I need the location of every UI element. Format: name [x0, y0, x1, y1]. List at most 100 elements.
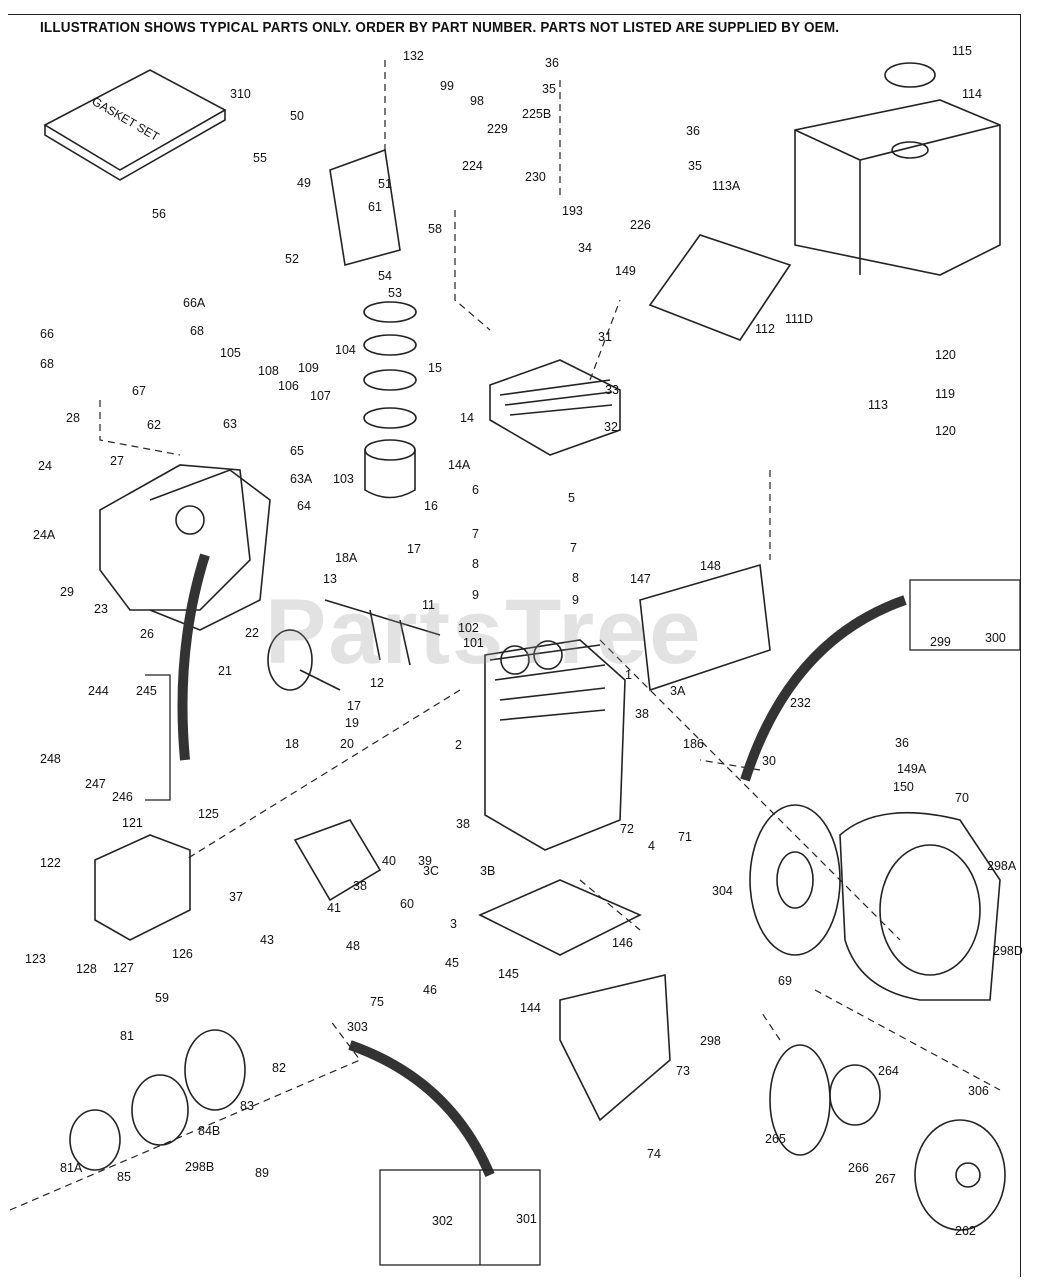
part-number-label: 21	[218, 664, 232, 678]
camshaft-gear	[267, 629, 341, 691]
part-number-label: 101	[463, 636, 484, 650]
part-number-label: 8	[572, 571, 579, 585]
recoil-starter	[914, 1119, 1006, 1231]
part-number-label: 121	[122, 816, 143, 830]
part-number-label: 113	[868, 398, 888, 412]
part-number-label: 266	[848, 1161, 869, 1175]
muffler	[94, 834, 191, 941]
starter-cup	[769, 1044, 881, 1156]
part-number-label: 230	[525, 170, 546, 184]
part-number-label: 245	[136, 684, 157, 698]
part-number-label: 28	[66, 411, 80, 425]
fuel-tank	[794, 62, 1001, 276]
part-number-label: 149A	[897, 762, 927, 776]
base-plate	[478, 879, 642, 956]
part-number-label: 36	[895, 736, 909, 750]
part-number-label: 48	[346, 939, 360, 953]
part-number-label: 43	[260, 933, 274, 947]
flyback-arrows	[177, 553, 907, 1177]
part-number-label: 299	[930, 635, 951, 649]
part-number-label: 102	[458, 621, 479, 635]
cover-gasket	[149, 469, 271, 631]
part-number-label: 83	[240, 1099, 254, 1113]
part-number-label: 122	[40, 856, 61, 870]
part-number-label: 82	[272, 1061, 286, 1075]
part-number-label: 53	[388, 286, 402, 300]
diagram-notice: ILLUSTRATION SHOWS TYPICAL PARTS ONLY. O…	[40, 20, 840, 36]
mounting-bracket-52	[329, 148, 401, 267]
part-number-label: 84B	[198, 1124, 221, 1138]
part-number-label: 9	[572, 593, 579, 607]
part-number-label: 35	[688, 159, 702, 173]
part-number-label: 68	[40, 357, 54, 371]
part-number-label: 114	[962, 87, 982, 101]
part-number-label: 193	[562, 204, 583, 218]
part-number-label: 74	[647, 1147, 661, 1161]
part-number-label: 38	[456, 817, 470, 831]
part-number-label: 7	[570, 541, 577, 555]
part-number-label: 126	[172, 947, 193, 961]
part-number-label: 103	[333, 472, 354, 486]
part-number-label: 111D	[785, 312, 814, 326]
part-number-label: 26	[140, 627, 154, 641]
part-number-label: 68	[190, 324, 204, 338]
part-number-label: 113A	[712, 179, 741, 193]
part-number-label: 58	[428, 222, 442, 236]
part-number-label: 2	[455, 738, 462, 752]
part-number-label: 112	[755, 322, 775, 336]
kit-boxes	[145, 579, 1021, 1266]
part-number-label: 224	[462, 159, 483, 173]
part-number-label: 34	[578, 241, 592, 255]
part-number-label: 5	[568, 491, 575, 505]
part-number-label: 107	[310, 389, 331, 403]
part-number-label: 132	[403, 49, 424, 63]
part-number-label: 18	[285, 737, 299, 751]
part-number-label: 64	[297, 499, 311, 513]
part-number-label: 20	[340, 737, 354, 751]
part-number-label: 70	[955, 791, 969, 805]
part-number-label: 23	[94, 602, 108, 616]
part-number-label: 303	[347, 1020, 368, 1034]
part-number-label: 11	[422, 598, 435, 612]
part-number-label: 265	[765, 1132, 786, 1146]
part-number-label: 3B	[480, 864, 496, 878]
part-number-label: 33	[605, 383, 619, 397]
part-number-label: 147	[630, 572, 651, 586]
part-number-label: 39	[418, 854, 432, 868]
part-number-label: 52	[285, 252, 299, 266]
part-number-label: 19	[345, 716, 359, 730]
part-number-label: 7	[472, 527, 479, 541]
part-number-label: 35	[542, 82, 556, 96]
part-number-label: 66A	[183, 296, 206, 310]
part-number-label: 13	[323, 572, 337, 586]
part-number-label: 246	[112, 790, 133, 804]
part-number-label: 145	[498, 967, 519, 981]
part-number-label: 3	[450, 917, 457, 931]
gasket-set-box	[43, 69, 227, 181]
part-number-label: 148	[700, 559, 721, 573]
part-number-label: 298D	[993, 944, 1023, 958]
part-number-label: 3C	[423, 864, 439, 878]
piston-rings	[363, 301, 417, 429]
part-number-label: 81	[120, 1029, 134, 1043]
part-number-label: 300	[985, 631, 1006, 645]
part-number-label: 38	[353, 879, 367, 893]
part-number-label: 104	[335, 343, 356, 357]
part-number-label: 248	[40, 752, 61, 766]
part-number-label: 30	[762, 754, 776, 768]
part-number-label: 225B	[522, 107, 552, 121]
part-number-label: 22	[245, 626, 259, 640]
part-number-label: 55	[253, 151, 267, 165]
part-number-label: 298A	[987, 859, 1017, 873]
part-number-label: 119	[935, 387, 955, 401]
part-number-label: 32	[604, 420, 618, 434]
part-number-label: 63	[223, 417, 237, 431]
part-number-label: 51	[378, 177, 392, 191]
part-number-label: 36	[686, 124, 700, 138]
part-number-label: 125	[198, 807, 219, 821]
part-number-label: 67	[132, 384, 146, 398]
part-number-label: 109	[298, 361, 319, 375]
part-number-label: 105	[220, 346, 241, 360]
